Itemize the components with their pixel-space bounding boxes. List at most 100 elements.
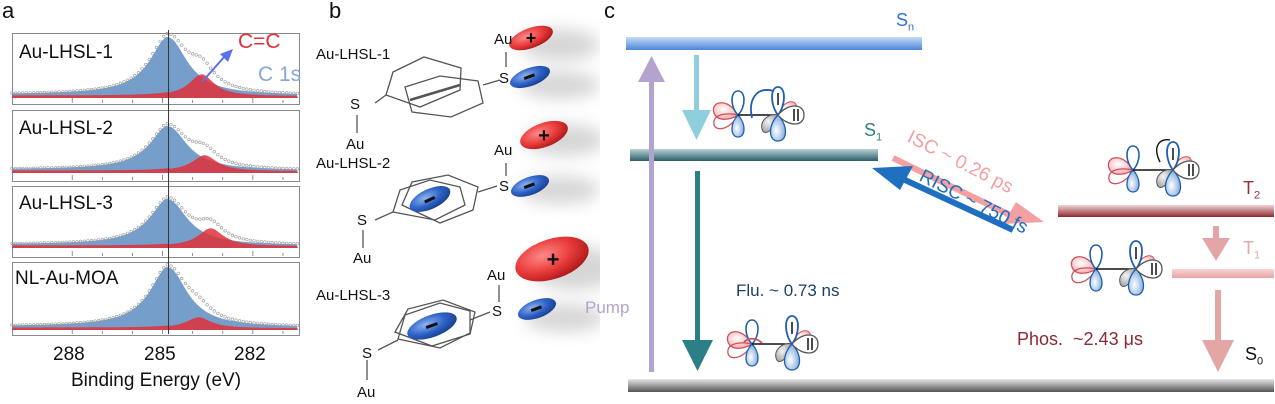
data-point (60, 322, 65, 326)
data-point (82, 320, 86, 324)
fluorescence-label: Flu. ~ 0.73 ns (736, 281, 840, 300)
data-point (97, 163, 101, 167)
sample-label-3: Au-LHSL-3 (19, 193, 113, 214)
data-point (209, 306, 213, 310)
data-point (111, 84, 115, 88)
lobe-pair-3: + (515, 236, 589, 320)
phosphorescence-label: Phos. ~2.43 μs (1017, 329, 1143, 349)
data-point (212, 309, 216, 313)
data-point (252, 88, 256, 92)
lobe-pair-2: + (510, 120, 568, 197)
data-point (82, 88, 86, 92)
data-point (147, 215, 151, 219)
atom-au: Au (353, 250, 372, 267)
data-point (60, 240, 65, 244)
data-point (295, 323, 300, 328)
data-point (93, 319, 97, 323)
data-point (281, 166, 285, 170)
data-point (97, 86, 101, 91)
data-point (154, 45, 159, 50)
data-point (107, 317, 112, 321)
data-point (263, 165, 267, 169)
molecule-label-3: Au-LHSL-3 (316, 287, 391, 304)
data-point (180, 43, 184, 47)
data-point (115, 82, 119, 87)
data-point (223, 315, 227, 319)
data-point (212, 219, 216, 223)
atom-s: S (350, 96, 361, 113)
data-point (104, 162, 108, 166)
level-symbol: T (1243, 178, 1254, 198)
data-point (100, 318, 104, 322)
data-point (259, 240, 263, 244)
data-point (17, 166, 21, 170)
data-point (176, 39, 180, 43)
level-subscript: 1 (1254, 249, 1261, 262)
data-point (100, 237, 104, 241)
data-point (75, 165, 79, 169)
data-point (133, 153, 137, 157)
data-point (227, 82, 231, 86)
data-point (93, 238, 97, 242)
data-point (183, 281, 187, 286)
data-point (122, 80, 126, 84)
data-point (162, 266, 166, 270)
data-point (241, 237, 245, 241)
level-label-t1: T1 (1243, 238, 1260, 262)
data-point (277, 166, 281, 170)
data-point (151, 283, 155, 287)
data-point (89, 320, 94, 324)
data-point (266, 322, 271, 326)
data-point (50, 166, 54, 170)
data-point (14, 241, 18, 245)
data-point (32, 91, 36, 95)
data-point (277, 241, 281, 245)
level-subscript: 1 (876, 131, 883, 144)
data-point (89, 164, 94, 168)
data-point (173, 35, 177, 39)
data-point (122, 158, 126, 162)
data-point (71, 165, 75, 169)
data-point (285, 323, 289, 327)
data-point (17, 91, 21, 95)
data-point (162, 34, 166, 38)
t2-t1-arrow (1202, 226, 1230, 261)
data-point (60, 165, 65, 169)
atom-au: Au (494, 142, 513, 159)
data-point (21, 91, 25, 95)
data-point (248, 164, 252, 168)
data-point (194, 53, 198, 57)
data-point (28, 166, 32, 170)
data-point (64, 165, 68, 169)
data-point (115, 235, 119, 239)
data-point (234, 318, 238, 322)
data-point (194, 292, 198, 296)
data-point (42, 166, 47, 170)
minus-sign-icon (530, 305, 543, 312)
data-point (42, 322, 47, 327)
data-point (10, 166, 14, 171)
data-point (263, 240, 267, 244)
data-point (241, 163, 245, 167)
data-point (158, 201, 162, 205)
data-point (252, 164, 256, 169)
data-point (144, 294, 148, 298)
data-point (230, 160, 234, 164)
xtick-288: 288 (53, 344, 85, 365)
data-point (180, 276, 184, 281)
data-point (136, 151, 140, 155)
orbital-diagram-s1 (712, 86, 805, 142)
data-point (107, 84, 112, 89)
data-point (173, 124, 177, 129)
atom-s: S (357, 212, 368, 229)
data-point (219, 313, 224, 317)
data-point (191, 289, 195, 293)
data-point (285, 166, 289, 171)
data-point (295, 242, 300, 246)
data-point (245, 163, 249, 168)
data-point (198, 295, 202, 299)
c1s-peak (12, 125, 298, 173)
data-point (230, 83, 234, 87)
level-t1 (1172, 269, 1274, 278)
data-point (259, 322, 263, 326)
